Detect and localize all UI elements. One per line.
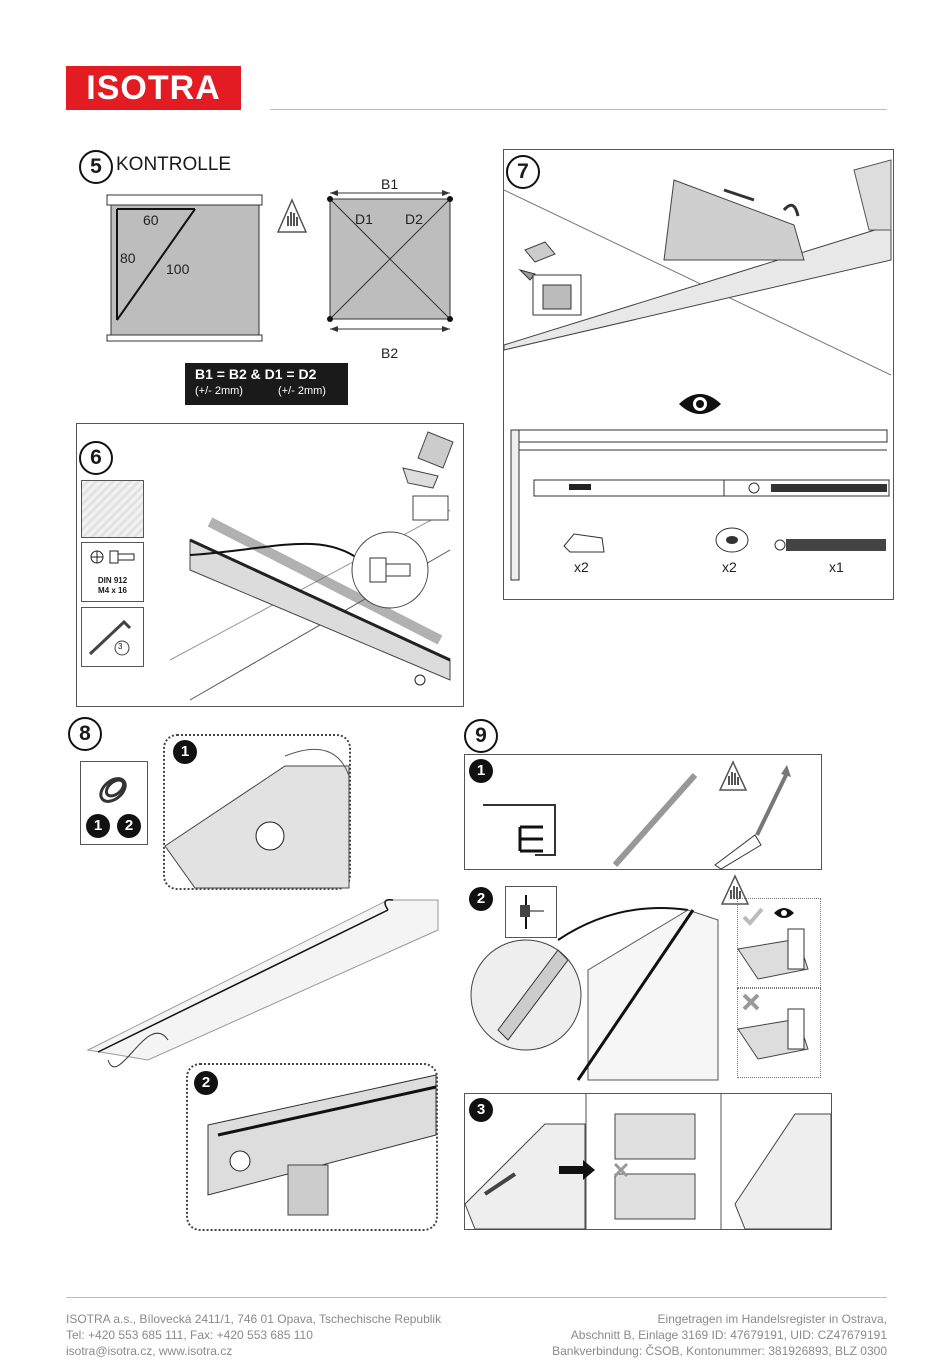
cord-tool-box: 1 2	[80, 761, 148, 845]
check-icon	[742, 907, 764, 926]
rail-insertion-illustration	[470, 907, 719, 1081]
footer-right-line-2: Abschnitt B, Einlage 3169 ID: 47679191, …	[570, 1328, 887, 1342]
footer-right-line-1: Eingetragen im Handelsregister in Ostrav…	[657, 1312, 887, 1326]
step-7-number: 7	[506, 155, 540, 189]
d2-label: D2	[405, 211, 423, 227]
b2-label: B2	[381, 345, 399, 361]
step-8-number: 8	[68, 717, 102, 751]
incorrect-position-detail	[737, 988, 821, 1078]
kontrolle-triangle-diagram	[106, 194, 263, 342]
warning-hand-icon	[718, 760, 748, 791]
screw-icon	[90, 550, 135, 564]
step-9-3-panel	[464, 1093, 832, 1230]
step-9-1-panel	[464, 754, 822, 870]
footer-address: ISOTRA a.s., Bílovecká 2411/1, 746 01 Op…	[66, 1311, 486, 1359]
hex-key-icon	[88, 619, 132, 656]
cord-step-1: 1	[86, 814, 110, 838]
hex-size: 3	[118, 642, 123, 651]
warning-hand-icon	[276, 198, 308, 233]
kontrolle-diagonal-diagram	[327, 190, 453, 332]
detail-1-badge: 1	[173, 740, 197, 764]
b1-label: B1	[381, 176, 399, 192]
step-5-title: KONTROLLE	[116, 154, 232, 175]
footer-divider	[66, 1297, 887, 1298]
isotra-logo: ISOTRA	[66, 66, 241, 110]
guide-rail-interior-illustration	[510, 429, 890, 581]
diagonal-label: 100	[166, 261, 190, 277]
tolerance-2: (+/- 2mm)	[278, 385, 326, 397]
cord-threading-illustration	[86, 898, 439, 1068]
side-a-label: 60	[143, 212, 159, 228]
spring-part-icon	[774, 539, 886, 551]
screw-spec-2: M4 x 16	[98, 586, 127, 595]
step-5-number: 5	[79, 150, 113, 184]
bracket-parts-icon	[402, 431, 454, 521]
step-9-1-badge: 1	[469, 759, 493, 783]
hex-key-box: 3	[81, 607, 144, 667]
arrow-icon	[559, 1160, 595, 1180]
screw-spec-box: DIN 912 M4 x 16	[81, 542, 144, 602]
footer-left-line-2: Tel: +420 553 685 111, Fax: +420 553 685…	[66, 1328, 313, 1342]
cassette-mounting-illustration	[169, 509, 451, 701]
step-8-detail-2	[186, 1063, 438, 1231]
screw-spec-1: DIN 912	[97, 576, 128, 585]
step-6-detail-image	[81, 480, 144, 538]
part-3-quantity: x1	[829, 559, 844, 575]
formula-text: B1 = B2 & D1 = D2	[195, 366, 317, 382]
footer-registration: Eingetragen im Handelsregister in Ostrav…	[480, 1311, 887, 1359]
footer-left-line-3: isotra@isotra.cz, www.isotra.cz	[66, 1344, 233, 1358]
pulley-part-icon	[715, 527, 749, 553]
tolerance-formula-box: B1 = B2 & D1 = D2 (+/- 2mm) (+/- 2mm)	[185, 363, 348, 405]
side-b-label: 80	[120, 250, 136, 266]
step-6-number: 6	[79, 441, 113, 475]
step-9-2-badge: 2	[469, 887, 493, 911]
header-divider	[270, 109, 887, 110]
d1-label: D1	[355, 211, 373, 227]
warning-hand-icon	[720, 874, 750, 905]
profile-detail-box	[505, 886, 557, 938]
eye-icon	[679, 394, 721, 414]
step-9-3-badge: 3	[469, 1098, 493, 1122]
detail-2-badge: 2	[194, 1071, 218, 1095]
end-cap-detail-icon	[518, 241, 582, 316]
cord-step-2: 2	[117, 814, 141, 838]
footer-left-line-1: ISOTRA a.s., Bílovecká 2411/1, 746 01 Op…	[66, 1312, 442, 1326]
cord-coil-icon	[99, 777, 127, 803]
cross-icon	[742, 993, 760, 1011]
part-1-quantity: x2	[574, 559, 589, 575]
part-2-quantity: x2	[722, 559, 737, 575]
footer-right-line-3: Bankverbindung: ČSOB, Kontonummer: 38192…	[552, 1344, 887, 1358]
correct-position-detail	[737, 898, 821, 988]
step-8-detail-1	[163, 734, 351, 890]
cassette-end-illustration	[503, 159, 892, 376]
step-9-number: 9	[464, 719, 498, 753]
slider-part-icon	[563, 533, 605, 553]
tolerance-1: (+/- 2mm)	[195, 385, 243, 397]
